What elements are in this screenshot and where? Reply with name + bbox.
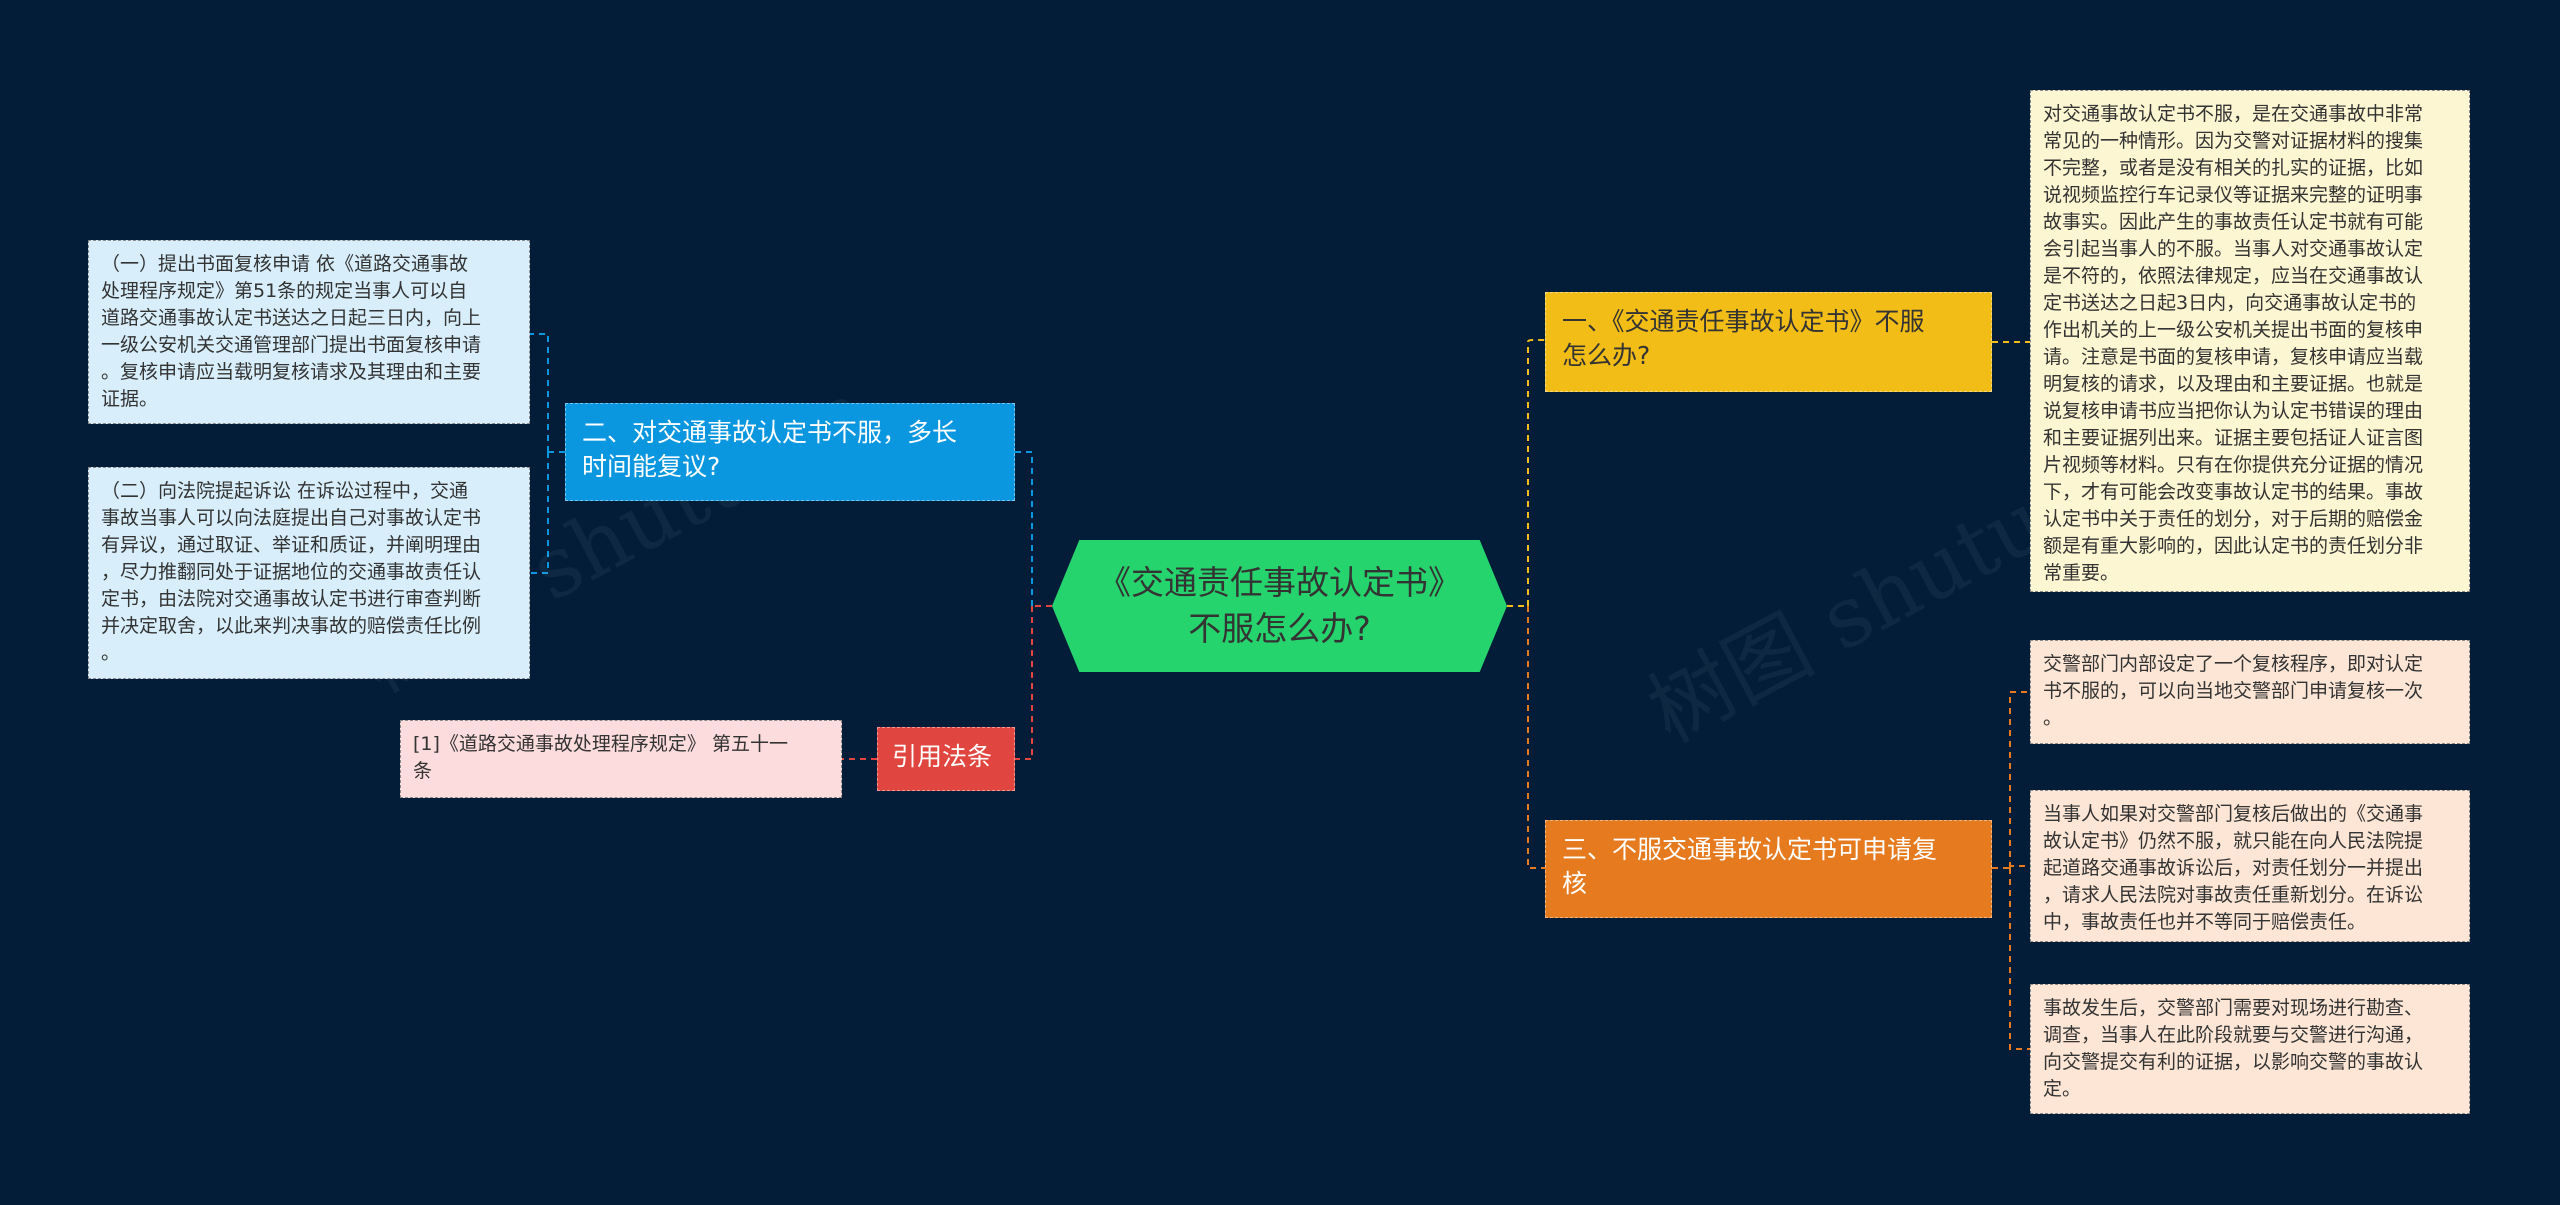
- leaf-6-line: 定。: [2043, 1078, 2082, 1100]
- leaf-node-5[interactable]: 当事人如果对交警部门复核后做出的《交通事 故认定书》仍然不服，就只能在向人民法院…: [2030, 790, 2470, 942]
- branch-1-line-2: 怎么办?: [1562, 341, 1651, 370]
- leaf-1-line: 说视频监控行车记录仪等证据来完整的证明事: [2043, 184, 2424, 206]
- leaf-1-line: 和主要证据列出来。证据主要包括证人证言图: [2043, 427, 2424, 449]
- leaf-1-line: 不完整，或者是没有相关的扎实的证据，比如: [2043, 157, 2424, 179]
- leaf-3-line: ，尽力推翻同处于证据地位的交通事故责任认: [101, 561, 482, 583]
- branch-4-line-1: 引用法条: [892, 742, 993, 771]
- leaf-3-line: 。: [101, 642, 121, 664]
- leaf-1-line: 对交通事故认定书不服，是在交通事故中非常: [2043, 103, 2424, 125]
- leaf-1-line: 明复核的请求，以及理由和主要证据。也就是: [2043, 373, 2424, 395]
- leaf-1-line: 故事实。因此产生的事故责任认定书就有可能: [2043, 211, 2424, 233]
- root-node[interactable]: 《交通责任事故认定书》 不服怎么办?: [1052, 540, 1507, 672]
- leaf-4-line: 交警部门内部设定了一个复核程序，即对认定: [2043, 653, 2424, 675]
- leaf-2-line: 处理程序规定》第51条的规定当事人可以自: [101, 280, 468, 302]
- leaf-1-line: 是不符的，依照法律规定，应当在交通事故认: [2043, 265, 2424, 287]
- leaf-1-line: 请。注意是书面的复核申请，复核申请应当载: [2043, 346, 2424, 368]
- leaf-5-line: ，请求人民法院对事故责任重新划分。在诉讼: [2043, 884, 2424, 906]
- leaf-5-line: 中，事故责任也并不等同于赔偿责任。: [2043, 911, 2367, 933]
- leaf-7-line: 条: [413, 760, 433, 782]
- branch-node-2[interactable]: 二、对交通事故认定书不服，多长 时间能复议?: [565, 403, 1015, 501]
- root-title-line-2: 不服怎么办?: [1188, 609, 1371, 648]
- leaf-3-line: 有异议，通过取证、举证和质证，并阐明理由: [101, 534, 482, 556]
- leaf-5-line: 起道路交通事故诉讼后，对责任划分一并提出: [2043, 857, 2424, 879]
- leaf-6-line: 向交警提交有利的证据，以影响交警的事故认: [2043, 1051, 2424, 1073]
- branch-node-3[interactable]: 三、不服交通事故认定书可申请复 核: [1545, 820, 1992, 918]
- leaf-4-line: 书不服的，可以向当地交警部门申请复核一次: [2043, 680, 2424, 702]
- leaf-6-line: 事故发生后，交警部门需要对现场进行勘查、: [2043, 997, 2424, 1019]
- leaf-1-line: 额是有重大影响的，因此认定书的责任划分非: [2043, 535, 2424, 557]
- leaf-2-line: 。复核申请应当载明复核请求及其理由和主要: [101, 361, 482, 383]
- leaf-5-line: 当事人如果对交警部门复核后做出的《交通事: [2043, 803, 2424, 825]
- leaf-3-line: 定书，由法院对交通事故认定书进行审查判断: [101, 588, 482, 610]
- leaf-2-line: 道路交通事故认定书送达之日起三日内，向上: [101, 307, 482, 329]
- leaf-4-line: 。: [2043, 707, 2063, 729]
- leaf-1-line: 常重要。: [2043, 562, 2120, 584]
- leaf-7-line: [1]《道路交通事故处理程序规定》 第五十一: [413, 733, 788, 755]
- leaf-1-line: 作出机关的上一级公安机关提出书面的复核申: [2043, 319, 2424, 341]
- branch-node-citations[interactable]: 引用法条: [877, 727, 1015, 791]
- branch-node-1[interactable]: 一、《交通责任事故认定书》不服 怎么办?: [1545, 292, 1992, 392]
- branch-2-line-1: 二、对交通事故认定书不服，多长: [582, 418, 958, 447]
- leaf-1-line: 会引起当事人的不服。当事人对交通事故认定: [2043, 238, 2424, 260]
- leaf-node-3[interactable]: （二）向法院提起诉讼 在诉讼过程中，交通 事故当事人可以向法庭提出自己对事故认定…: [88, 467, 530, 679]
- leaf-1-line: 认定书中关于责任的划分，对于后期的赔偿金: [2043, 508, 2424, 530]
- leaf-node-1[interactable]: 对交通事故认定书不服，是在交通事故中非常 常见的一种情形。因为交警对证据材料的搜…: [2030, 90, 2470, 592]
- branch-1-line-1: 一、《交通责任事故认定书》不服: [1562, 307, 1925, 336]
- leaf-5-line: 故认定书》仍然不服，就只能在向人民法院提: [2043, 830, 2424, 852]
- leaf-node-citation[interactable]: [1]《道路交通事故处理程序规定》 第五十一 条: [400, 720, 842, 798]
- leaf-2-line: 一级公安机关交通管理部门提出书面复核申请: [101, 334, 482, 356]
- leaf-1-line: 片视频等材料。只有在你提供充分证据的情况: [2043, 454, 2424, 476]
- branch-3-line-2: 核: [1562, 869, 1588, 898]
- leaf-node-4[interactable]: 交警部门内部设定了一个复核程序，即对认定 书不服的，可以向当地交警部门申请复核一…: [2030, 640, 2470, 744]
- leaf-3-line: （二）向法院提起诉讼 在诉讼过程中，交通: [101, 480, 469, 502]
- root-title-line-1: 《交通责任事故认定书》: [1098, 563, 1461, 602]
- leaf-1-line: 下，才有可能会改变事故认定书的结果。事故: [2043, 481, 2424, 503]
- branch-2-line-2: 时间能复议?: [582, 452, 721, 481]
- leaf-6-line: 调查，当事人在此阶段就要与交警进行沟通，: [2043, 1024, 2424, 1046]
- leaf-1-line: 说复核申请书应当把你认为认定书错误的理由: [2043, 400, 2424, 422]
- leaf-node-2[interactable]: （一）提出书面复核申请 依《道路交通事故 处理程序规定》第51条的规定当事人可以…: [88, 240, 530, 424]
- leaf-node-6[interactable]: 事故发生后，交警部门需要对现场进行勘查、 调查，当事人在此阶段就要与交警进行沟通…: [2030, 984, 2470, 1114]
- leaf-3-line: 并决定取舍，以此来判决事故的赔偿责任比例: [101, 615, 482, 637]
- leaf-2-line: 证据。: [101, 388, 159, 410]
- leaf-3-line: 事故当事人可以向法庭提出自己对事故认定书: [101, 507, 482, 529]
- branch-3-line-1: 三、不服交通事故认定书可申请复: [1562, 835, 1938, 864]
- leaf-2-line: （一）提出书面复核申请 依《道路交通事故: [101, 253, 469, 275]
- leaf-1-line: 定书送达之日起3日内，向交通事故认定书的: [2043, 292, 2417, 314]
- leaf-1-line: 常见的一种情形。因为交警对证据材料的搜集: [2043, 130, 2424, 152]
